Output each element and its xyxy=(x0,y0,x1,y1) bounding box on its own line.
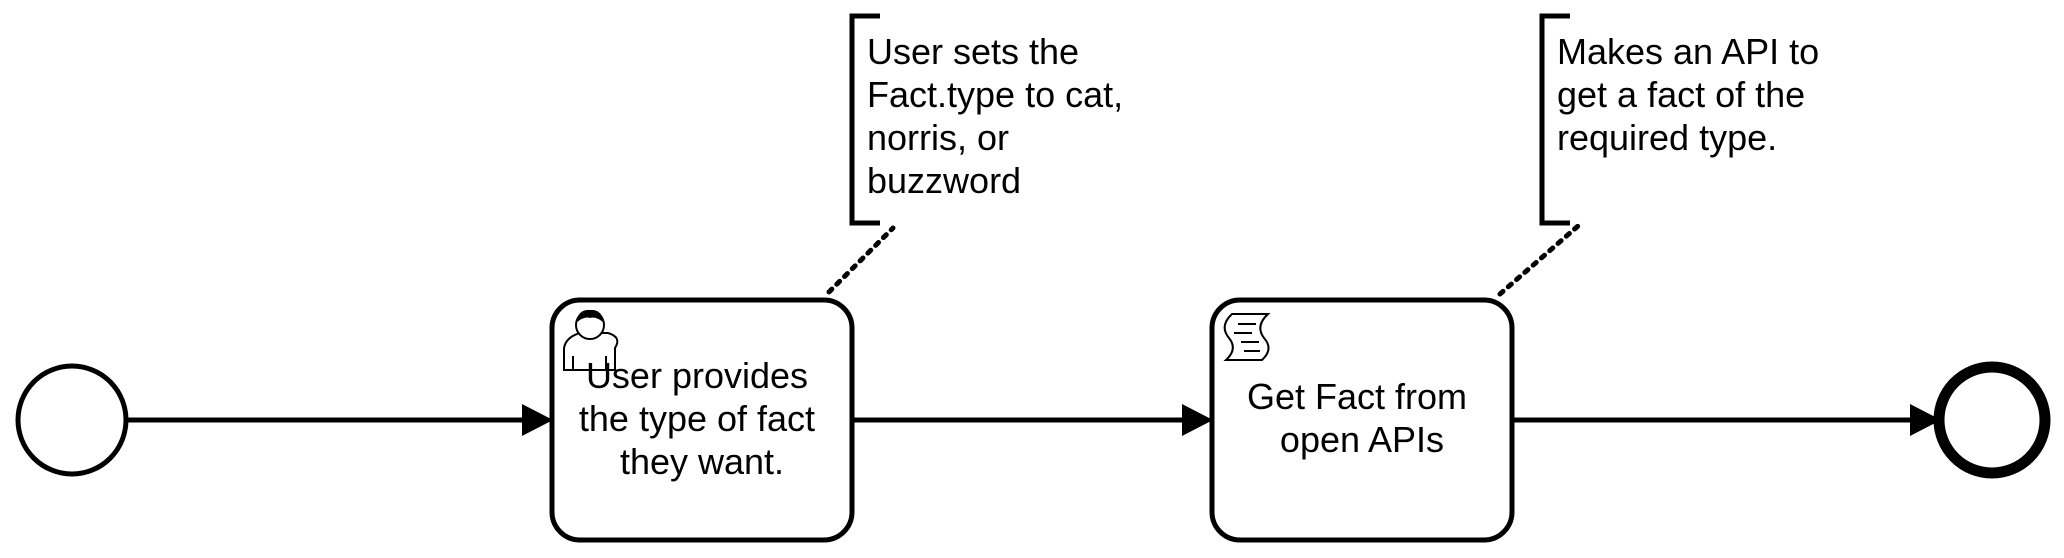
annotation-line: Makes an API to xyxy=(1557,31,1819,72)
annotation-line: get a fact of the xyxy=(1557,74,1805,115)
user-icon xyxy=(563,309,619,371)
annotation-line: buzzword xyxy=(867,160,1021,201)
end-event[interactable] xyxy=(1933,361,2051,479)
user-task-label: User provides the type of fact they want… xyxy=(579,355,825,482)
text-annotation-script-task[interactable]: Makes an API to get a fact of the requir… xyxy=(1539,13,1829,226)
user-task[interactable]: User provides the type of fact they want… xyxy=(549,297,855,543)
annotation-text: Makes an API to get a fact of the requir… xyxy=(1557,31,1829,158)
script-task-label-line: open APIs xyxy=(1280,419,1444,460)
script-task-label: Get Fact from open APIs xyxy=(1247,376,1477,460)
script-task[interactable]: Get Fact from open APIs xyxy=(1209,297,1515,543)
annotation-line: User sets the xyxy=(867,31,1079,72)
sequence-flow-user-task-to-script-task[interactable] xyxy=(853,404,1213,436)
annotation-line: required type. xyxy=(1557,117,1777,158)
user-task-label-line: User provides xyxy=(586,355,808,396)
user-task-label-line: they want. xyxy=(620,441,784,482)
start-event[interactable] xyxy=(15,363,129,477)
text-annotation-user-task[interactable]: User sets the Fact.type to cat, norris, … xyxy=(849,13,1133,226)
user-task-label-line: the type of fact xyxy=(579,398,815,439)
sequence-flow-start-to-user-task[interactable] xyxy=(127,404,553,436)
script-task-label-line: Get Fact from xyxy=(1247,376,1467,417)
association-script-task-note[interactable] xyxy=(1497,223,1581,297)
annotation-text: User sets the Fact.type to cat, norris, … xyxy=(867,31,1133,201)
sequence-flow-script-task-to-end[interactable] xyxy=(1513,404,1941,436)
script-icon xyxy=(1223,313,1271,361)
association-user-task-note[interactable] xyxy=(826,225,896,295)
annotation-line: Fact.type to cat, xyxy=(867,74,1123,115)
annotation-line: norris, or xyxy=(867,117,1009,158)
